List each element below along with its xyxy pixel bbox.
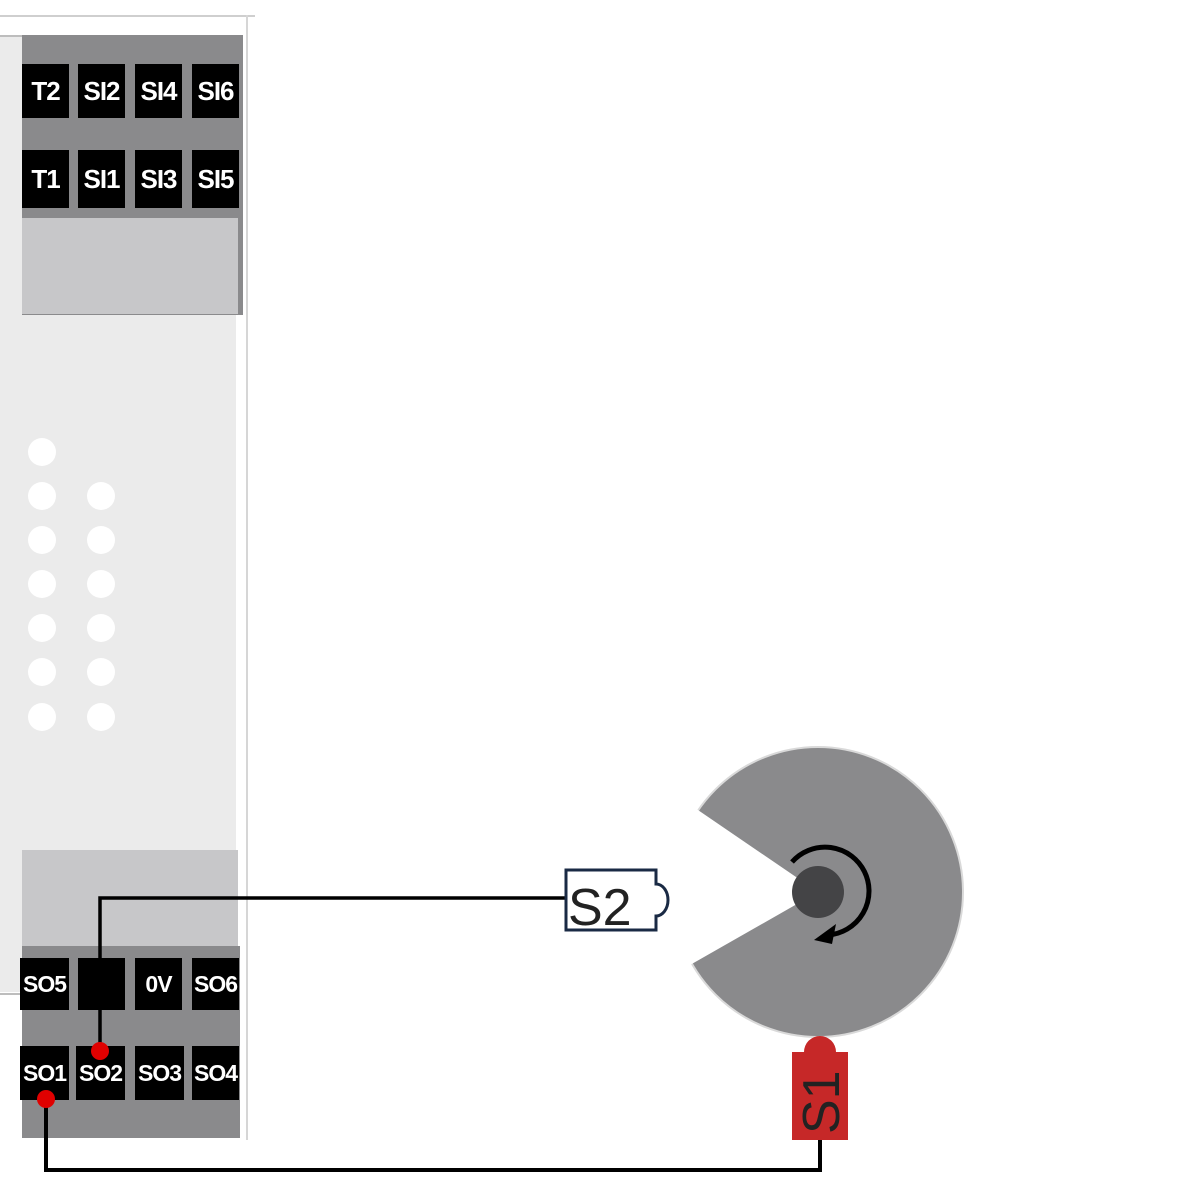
terminal-so4[interactable]: SO4 (192, 1046, 239, 1100)
sensor-s2-label: S2 (568, 879, 632, 937)
housing-front-panel (22, 315, 236, 850)
knob-shaft (792, 866, 844, 918)
status-led (28, 482, 56, 510)
rotation-arrowhead (814, 924, 836, 944)
housing-top-edge (0, 15, 255, 17)
terminal-si3[interactable]: SI3 (135, 150, 182, 208)
terminal-so6[interactable]: SO6 (192, 958, 239, 1010)
status-led (28, 703, 56, 731)
status-led (87, 570, 115, 598)
rotation-arrow-icon (790, 844, 872, 938)
connector-s1[interactable] (792, 1036, 848, 1140)
status-led (87, 482, 115, 510)
status-led (87, 614, 115, 642)
terminal-so1[interactable]: SO1 (20, 1046, 69, 1100)
terminal-0v[interactable]: 0V (135, 958, 182, 1010)
wire-so2-s2 (98, 896, 566, 1048)
terminal-so5[interactable]: SO5 (20, 958, 69, 1010)
top-block-cover (22, 218, 238, 314)
status-led (28, 658, 56, 686)
terminal-si6[interactable]: SI6 (192, 64, 239, 118)
terminal-si5[interactable]: SI5 (192, 150, 239, 208)
terminal-si1[interactable]: SI1 (78, 150, 125, 208)
sensor-s2[interactable] (564, 868, 670, 932)
terminal-t2[interactable]: T2 (22, 64, 69, 118)
status-led (87, 526, 115, 554)
status-led (87, 658, 115, 686)
status-led (28, 614, 56, 642)
wire-dot-so1 (37, 1090, 55, 1108)
terminal-t1[interactable]: T1 (22, 150, 69, 208)
status-led (28, 570, 56, 598)
housing-left-line-2 (0, 993, 22, 995)
knob-cutout-segment (669, 808, 818, 965)
status-led (87, 703, 115, 731)
status-led (28, 526, 56, 554)
terminal-si2[interactable]: SI2 (78, 64, 125, 118)
housing-body (0, 37, 22, 992)
wire-so1-s1 (44, 1100, 822, 1172)
wire-dot-so2 (91, 1042, 109, 1060)
housing-right-edge (246, 15, 248, 1140)
housing-left-line (0, 35, 22, 37)
terminal-si4[interactable]: SI4 (135, 64, 182, 118)
connector-s1-label: S1 (793, 1070, 851, 1134)
wire-so2-s2-outline (104, 902, 566, 1048)
status-led (28, 438, 56, 466)
terminal-so3[interactable]: SO3 (135, 1046, 184, 1100)
module-housing (0, 15, 262, 1140)
